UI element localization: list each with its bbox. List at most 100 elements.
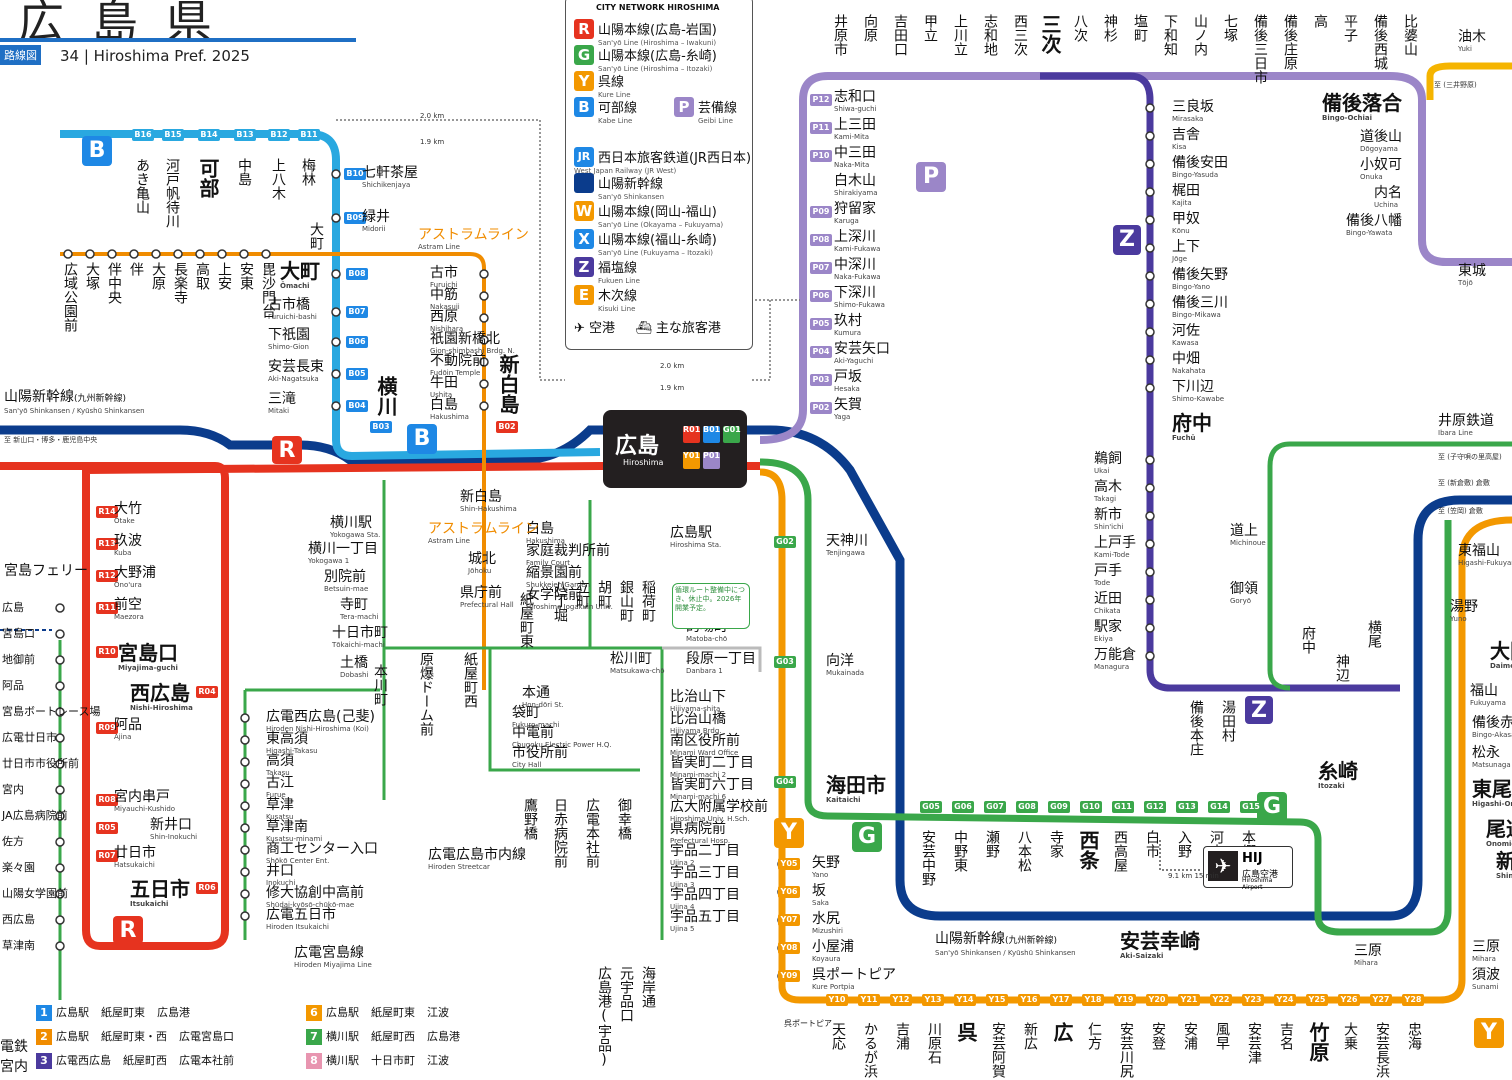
station[interactable]: 備後三日市 xyxy=(1252,14,1268,84)
station[interactable]: 吉名 xyxy=(1278,1022,1294,1050)
station[interactable]: 呉 xyxy=(954,1022,978,1042)
station[interactable]: 河戸帆待川 xyxy=(164,158,180,228)
station[interactable]: 大原 xyxy=(150,262,166,290)
station[interactable]: 紙屋町東 xyxy=(518,592,534,648)
station[interactable]: 広 xyxy=(1050,1022,1074,1042)
station[interactable]: 安浦 xyxy=(1182,1022,1198,1050)
station[interactable]: 安芸中野 xyxy=(920,830,936,886)
station[interactable]: 地御前 xyxy=(2,652,35,667)
station[interactable]: 元宇品口 xyxy=(618,966,634,1022)
station[interactable]: 西高屋 xyxy=(1112,830,1128,872)
station[interactable]: 風早 xyxy=(1214,1022,1230,1050)
station[interactable]: 梅林 xyxy=(300,158,316,186)
station[interactable]: 向原 xyxy=(862,14,878,42)
station[interactable]: 安芸長浜 xyxy=(1374,1022,1390,1078)
station[interactable]: 尾道Onomichi xyxy=(1486,818,1512,848)
station[interactable]: 伴中央 xyxy=(106,262,122,304)
station[interactable]: 阿品 xyxy=(2,678,24,693)
station[interactable]: 西三次 xyxy=(1012,14,1028,56)
station[interactable]: 上八木 xyxy=(270,158,286,200)
station[interactable]: 鷹野橋 xyxy=(522,798,538,840)
station[interactable]: 備後本庄 xyxy=(1188,700,1204,756)
station[interactable]: 新尾道Shin-Onomichi xyxy=(1496,850,1512,880)
station[interactable]: 中島 xyxy=(236,158,252,186)
station[interactable]: 川原石 xyxy=(926,1022,942,1064)
station[interactable]: 吉浦 xyxy=(894,1022,910,1050)
station[interactable]: 大乗 xyxy=(1342,1022,1358,1050)
station[interactable]: 井原市 xyxy=(832,14,848,56)
station[interactable]: 府中 xyxy=(1300,626,1316,654)
station[interactable]: 西条 xyxy=(1076,830,1100,870)
station[interactable]: 安芸津 xyxy=(1246,1022,1262,1064)
station[interactable]: 広域公園前 xyxy=(62,262,78,332)
station[interactable]: 広島港(宇品) xyxy=(596,966,612,1068)
station[interactable]: 高 xyxy=(1312,14,1328,28)
station[interactable]: かるが浜 xyxy=(862,1022,878,1078)
station[interactable]: 仁方 xyxy=(1086,1022,1102,1050)
station[interactable]: 立町 xyxy=(574,580,590,608)
station[interactable]: 楽々園 xyxy=(2,860,35,875)
station[interactable]: 長楽寺 xyxy=(172,262,188,304)
station[interactable]: 備後赤坂Bingo-Akasaka xyxy=(1472,716,1512,740)
station[interactable]: 安芸阿賀 xyxy=(990,1022,1006,1078)
station[interactable]: 原爆ドーム前 xyxy=(418,652,434,736)
station[interactable]: 上川立 xyxy=(952,14,968,56)
station[interactable]: 甲立 xyxy=(922,14,938,42)
station-yokogawa[interactable]: 横川 xyxy=(374,376,398,416)
station[interactable]: 山陽女学園前 xyxy=(2,886,68,901)
station[interactable]: 毘沙門台 xyxy=(260,262,276,318)
station[interactable]: 日赤病院前 xyxy=(552,798,568,868)
station[interactable]: 神辺 xyxy=(1334,654,1350,682)
station[interactable]: 稲荷町 xyxy=(640,580,656,622)
station[interactable]: 塩町 xyxy=(1132,14,1148,42)
station[interactable]: 下和知 xyxy=(1162,14,1178,56)
station[interactable]: 宮内 xyxy=(2,782,24,797)
station[interactable]: 神杉 xyxy=(1102,14,1118,42)
station[interactable]: 佐方 xyxy=(2,834,24,849)
station[interactable]: 備後庄原 xyxy=(1282,14,1298,70)
station[interactable]: 八本松 xyxy=(1016,830,1032,872)
station[interactable]: 志和地 xyxy=(982,14,998,56)
